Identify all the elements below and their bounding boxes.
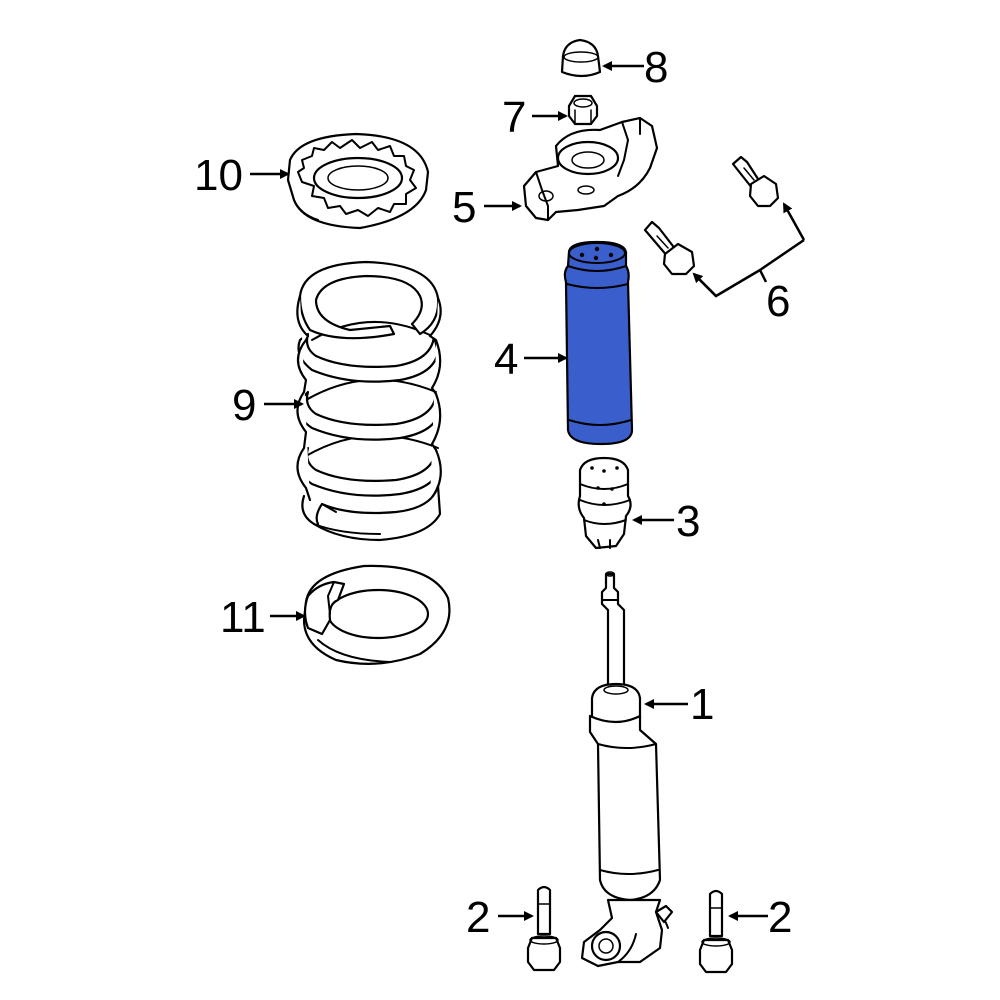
part-6-bolts[interactable]	[643, 155, 780, 276]
bolt-lower	[643, 220, 696, 276]
part-9-coil-spring[interactable]	[296, 260, 442, 542]
part-2-bolt-left[interactable]	[526, 885, 562, 972]
part-3-bump-stop[interactable]	[577, 456, 632, 550]
callout-10: 10	[194, 151, 243, 200]
part-11-lower-insulator[interactable]	[302, 564, 451, 665]
part-4-dust-boot[interactable]	[563, 240, 634, 446]
callout-6: 6	[766, 277, 790, 326]
part-2-bolt-right[interactable]	[698, 889, 734, 974]
callout-4: 4	[494, 335, 518, 384]
callout-1: 1	[690, 680, 714, 729]
callout-9: 9	[232, 381, 256, 430]
callout-8: 8	[644, 43, 668, 92]
callout-3: 3	[676, 497, 700, 546]
callout-labels: 1 2 2 3 4 5 6 7 8 9 10 11	[194, 43, 792, 942]
leader-lines	[250, 61, 806, 921]
part-10-spring-insulator[interactable]	[286, 132, 430, 230]
part-8-cap[interactable]	[560, 38, 602, 78]
callout-5: 5	[452, 183, 476, 232]
part-1-shock-absorber[interactable]	[580, 571, 674, 968]
callout-7: 7	[502, 93, 526, 142]
callout-2-right: 2	[768, 893, 792, 942]
callout-2-left: 2	[466, 893, 490, 942]
bolt-upper	[731, 155, 780, 208]
part-5-upper-mount[interactable]	[522, 116, 659, 222]
callout-11: 11	[220, 593, 266, 642]
part-7-nut[interactable]	[567, 94, 599, 126]
